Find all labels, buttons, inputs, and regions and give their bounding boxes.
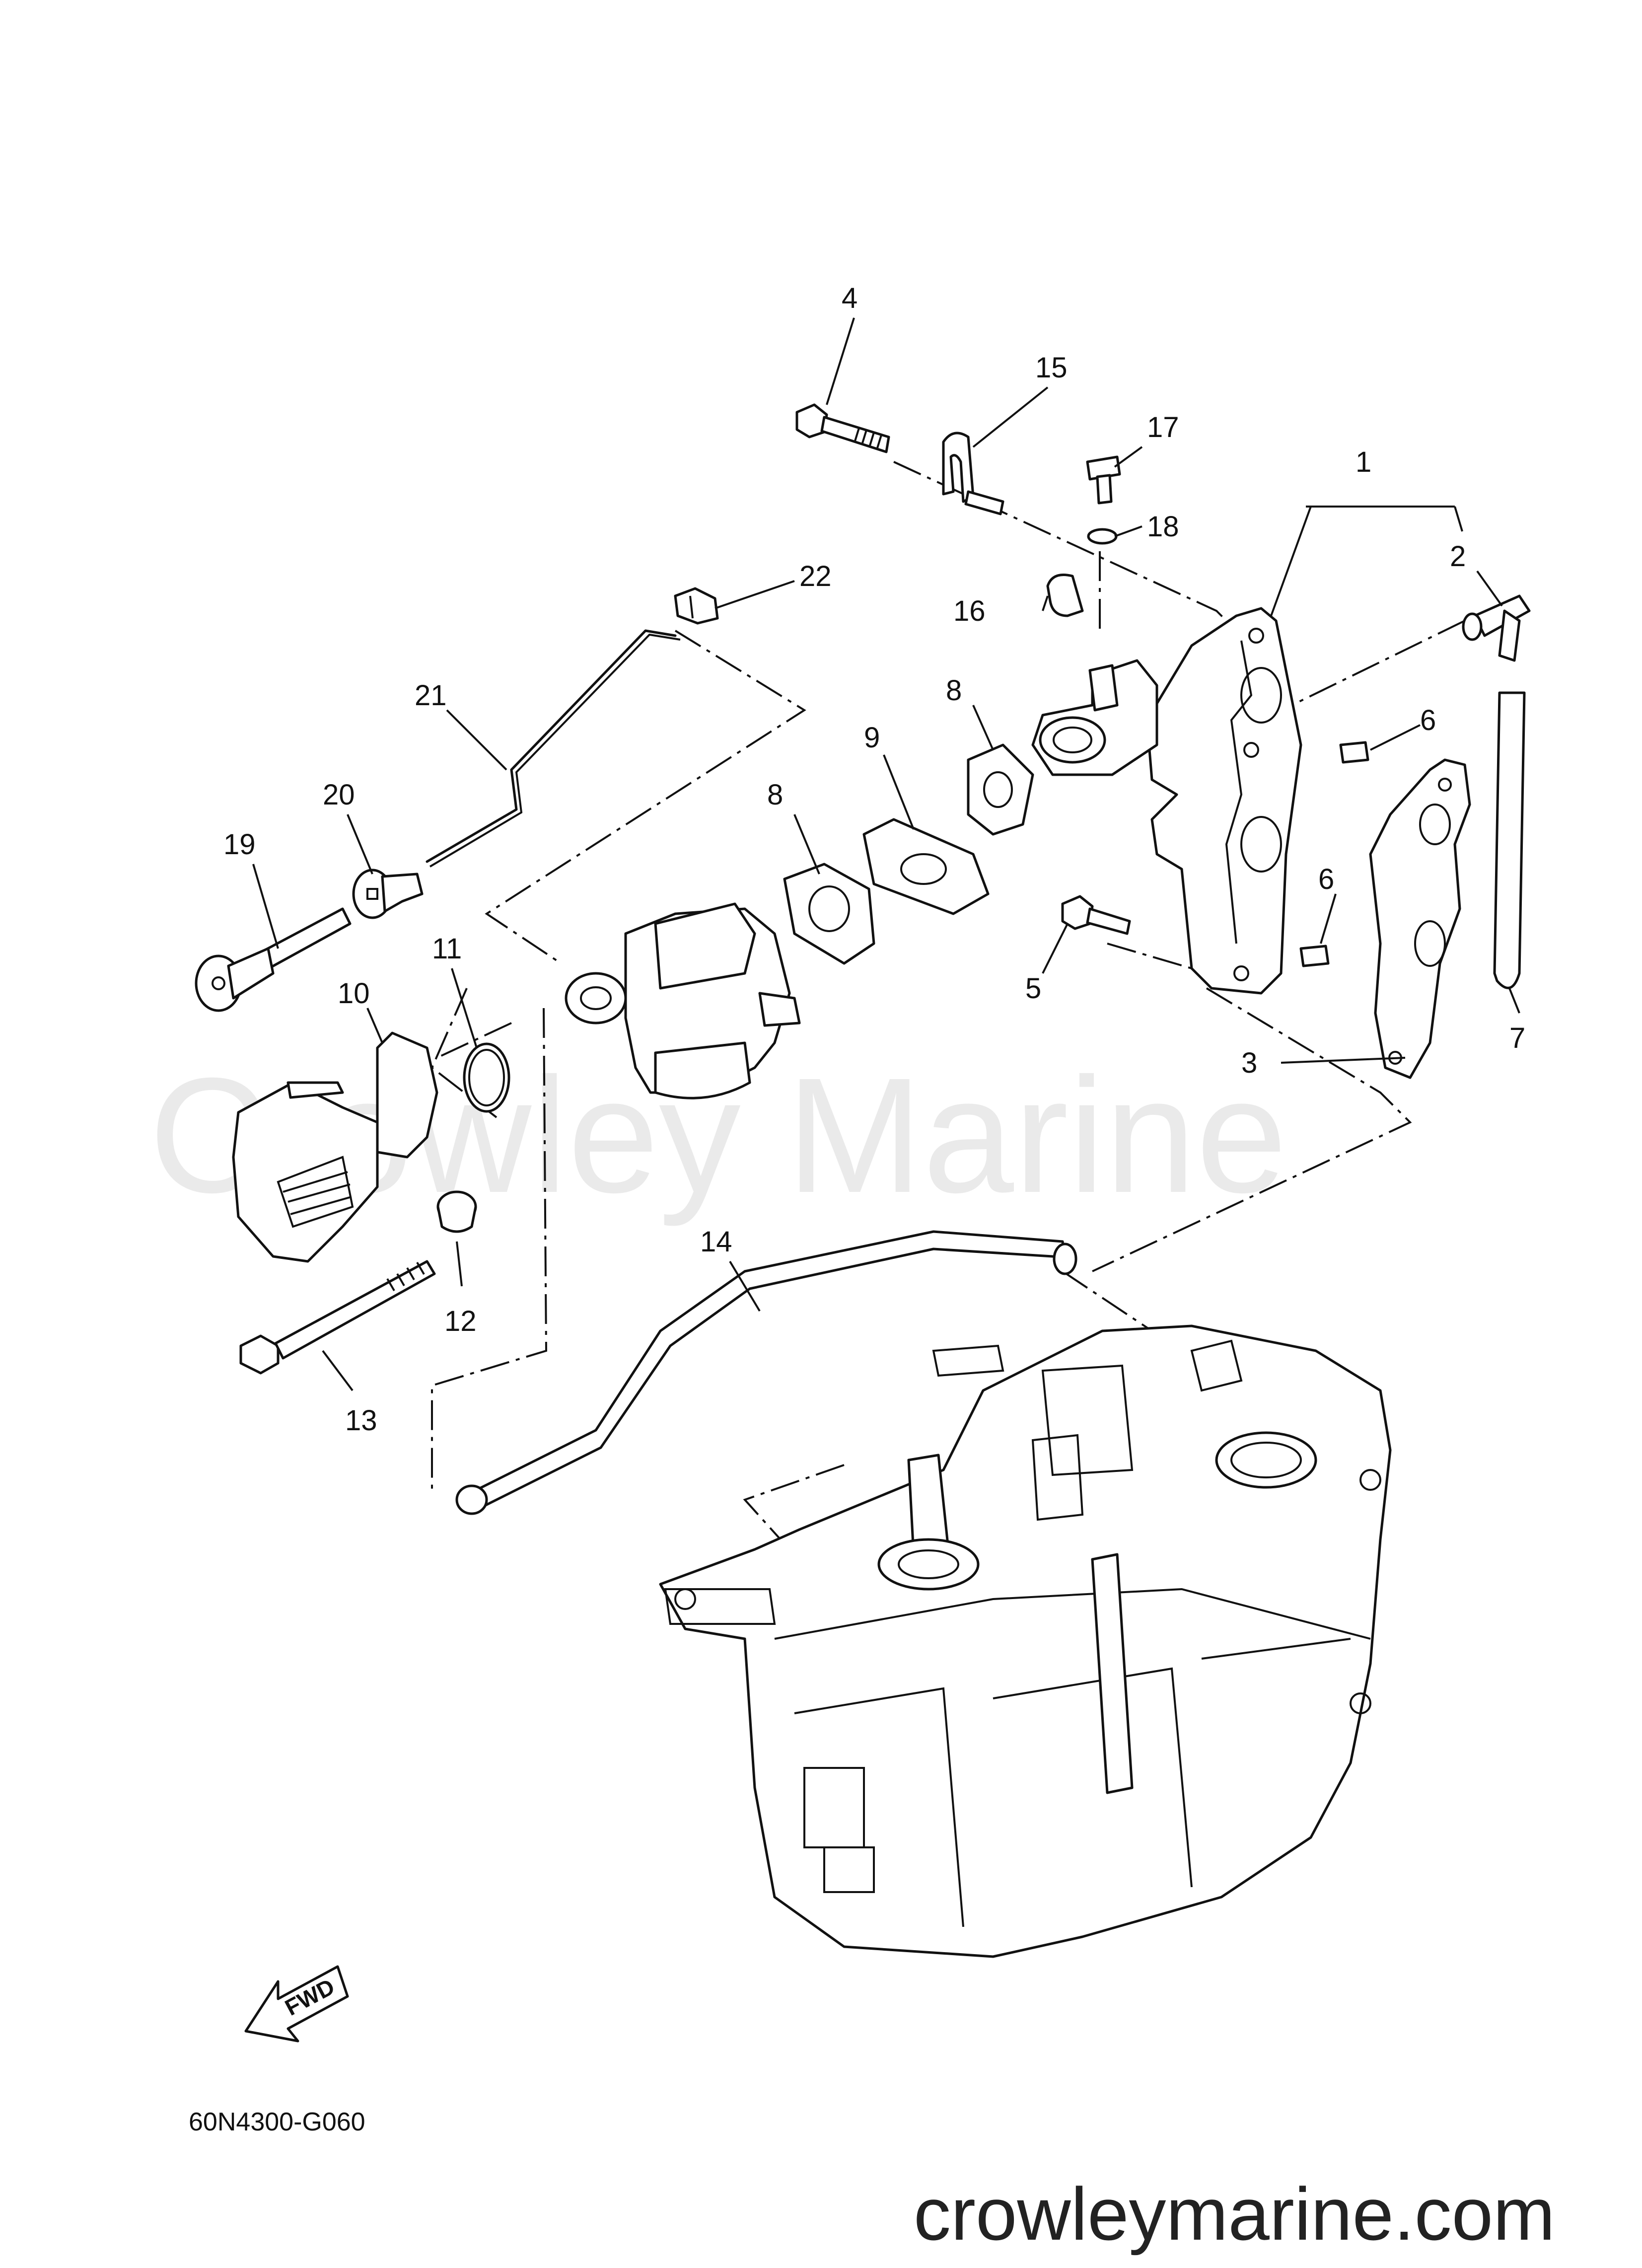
callout-22: 22 xyxy=(799,560,832,592)
choke-knob-19 xyxy=(195,907,352,1012)
clip-22 xyxy=(674,587,719,625)
o-ring-11 xyxy=(463,1042,510,1113)
callout-8a: 8 xyxy=(946,674,962,707)
dowel-pin-6b xyxy=(1299,945,1330,967)
callout-21: 21 xyxy=(415,679,447,712)
gasket-8b xyxy=(783,863,875,965)
gasket-3 xyxy=(1369,758,1471,1079)
callout-9: 9 xyxy=(864,722,880,754)
callout-15: 15 xyxy=(1035,352,1068,384)
hose-7 xyxy=(1493,691,1526,989)
callout-leaders xyxy=(252,317,1520,1391)
callout-8b: 8 xyxy=(767,779,783,811)
dowel-pin-6a xyxy=(1339,741,1369,764)
callout-12: 12 xyxy=(444,1305,477,1337)
clamp-16 xyxy=(1046,574,1084,617)
callout-13: 13 xyxy=(345,1404,377,1437)
callout-labels: 1 2 3 4 5 6 6 7 8 8 9 10 11 12 13 14 15 … xyxy=(223,282,1525,1437)
fitting-2 xyxy=(1462,594,1531,662)
callout-11: 11 xyxy=(432,933,462,965)
bolt-4 xyxy=(795,403,890,453)
callout-3: 3 xyxy=(1241,1047,1257,1079)
site-footer: crowleymarine.com xyxy=(914,2172,1555,2256)
grommet-12 xyxy=(436,1190,477,1233)
callout-4: 4 xyxy=(842,282,857,314)
callout-6a: 6 xyxy=(1420,704,1436,736)
callout-7: 7 xyxy=(1509,1022,1525,1054)
callout-17: 17 xyxy=(1147,411,1179,443)
callout-10: 10 xyxy=(338,977,370,1010)
carburetor xyxy=(565,902,801,1099)
washer-18 xyxy=(1087,528,1118,545)
drawing-code: 60N4300-G060 xyxy=(189,2108,365,2136)
gasket-8a xyxy=(967,743,1034,836)
clamp-15 xyxy=(942,432,1004,515)
intake-manifold-1 xyxy=(1031,607,1302,995)
bolt-5 xyxy=(1061,895,1131,935)
callout-2: 2 xyxy=(1450,540,1466,573)
hose-14 xyxy=(455,1230,1077,1515)
callout-6b: 6 xyxy=(1318,863,1334,895)
screw-13 xyxy=(239,1260,436,1375)
clip-20 xyxy=(352,869,424,919)
callout-16: 16 xyxy=(953,595,986,627)
link-rod-21 xyxy=(426,629,681,868)
callout-19: 19 xyxy=(223,828,256,861)
callout-18: 18 xyxy=(1147,511,1179,543)
bolt-17 xyxy=(1086,455,1121,505)
spacer-9 xyxy=(862,818,990,915)
fwd-arrow-icon: FWD xyxy=(244,1965,349,2043)
silencer-10 xyxy=(232,1031,438,1263)
callout-20: 20 xyxy=(323,779,355,811)
callout-5: 5 xyxy=(1025,972,1041,1005)
callout-14: 14 xyxy=(700,1226,732,1258)
callout-1: 1 xyxy=(1356,446,1371,478)
engine-block xyxy=(659,1324,1392,1958)
